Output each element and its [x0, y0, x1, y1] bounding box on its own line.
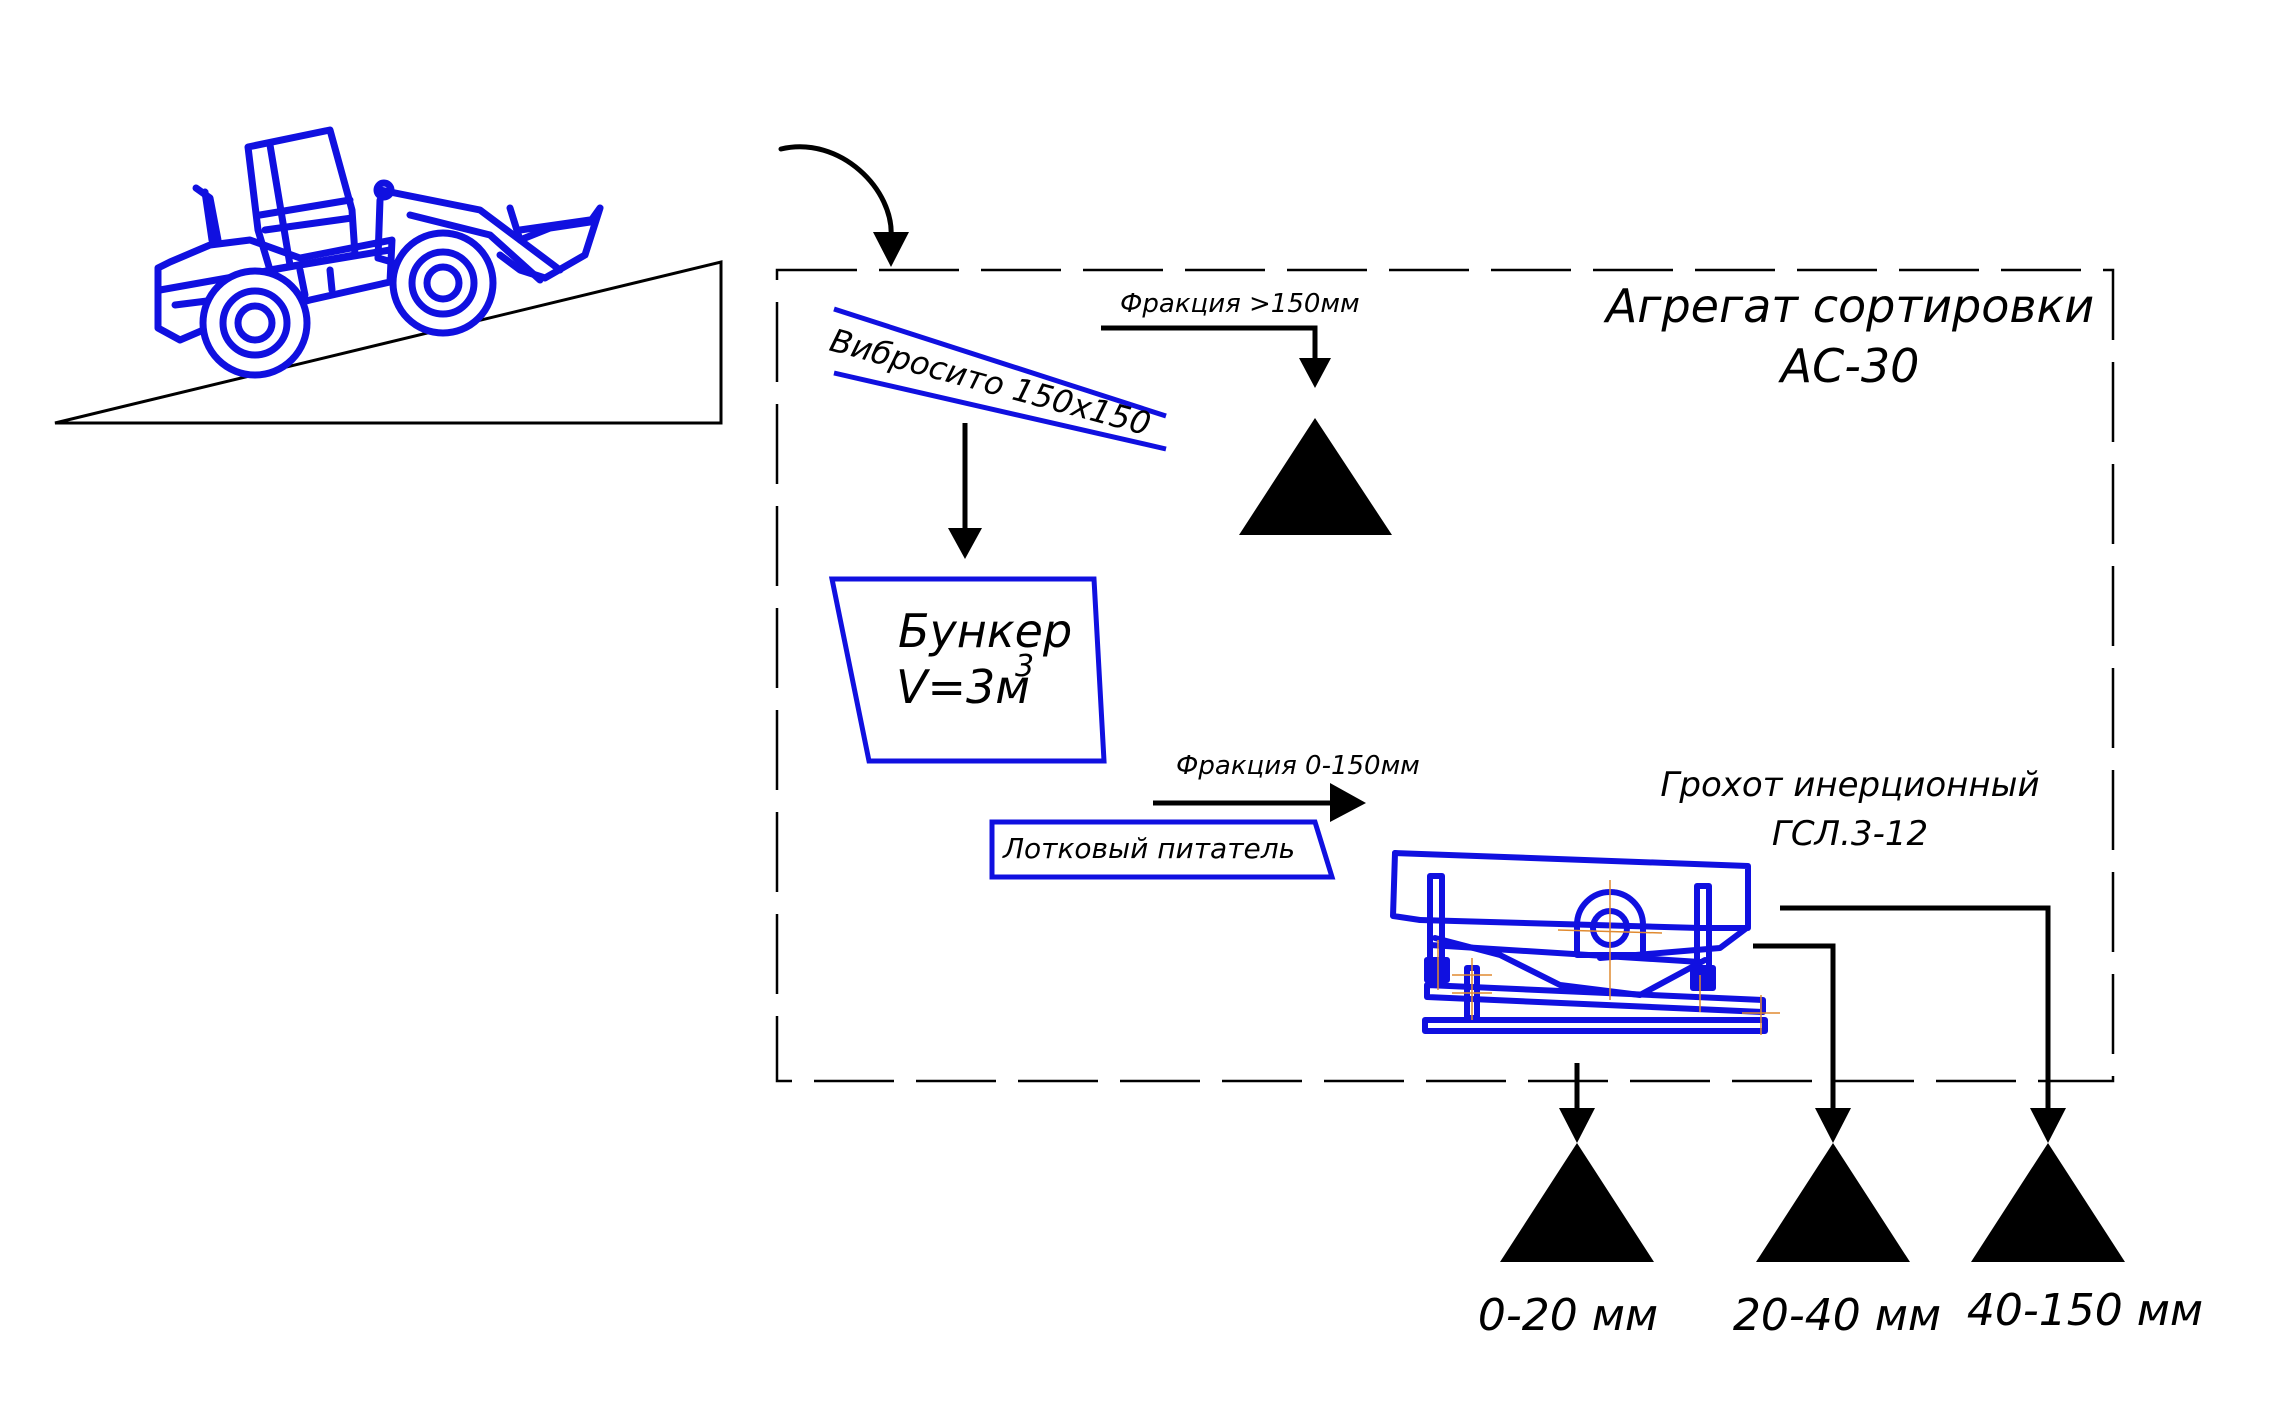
unit-title-line2: АС-30 [1778, 339, 1920, 393]
inertial-screen-icon [1390, 850, 1768, 1034]
wheel-loader-icon [154, 126, 604, 379]
feed-arrowhead [873, 232, 909, 267]
oversize-flow-arrowhead [1299, 358, 1331, 388]
feed-arrow [778, 144, 894, 241]
output-pile-2 [1971, 1143, 2125, 1262]
output-arrowhead-1 [1815, 1108, 1851, 1143]
oversize-flow-label: Фракция >150мм [1120, 289, 1360, 319]
bunker-label: Бункер [898, 604, 1072, 658]
output-pile-1 [1756, 1143, 1910, 1262]
bunker [828, 576, 1107, 764]
output-flows [1574, 905, 2051, 1112]
bunker-volume: V=3м [896, 660, 1030, 714]
oversize-flow-line [1101, 325, 1318, 360]
ramp [54, 260, 723, 425]
output-piles [1500, 1108, 2125, 1262]
output-label-0: 0-20 мм [1478, 1290, 1658, 1341]
screen-label-line2: ГСЛ.3-12 [1772, 814, 1928, 854]
sieve-to-bunker-arrowhead [948, 528, 982, 559]
trough-feeder [989, 819, 1336, 880]
output-label-2: 40-150 мм [1967, 1285, 2203, 1336]
output-label-1: 20-40 мм [1733, 1290, 1941, 1341]
unit-title-line1: Агрегат сортировки [1603, 279, 2094, 333]
screen-centerlines [1437, 880, 1780, 1035]
output-arrowhead-2 [2030, 1108, 2066, 1143]
output-pile-0 [1500, 1143, 1654, 1262]
feed-flow-arrowhead [1330, 783, 1366, 822]
oversize-pile [1239, 418, 1392, 535]
feeder-label: Лотковый питатель [1002, 832, 1295, 865]
feed-flow-label: Фракция 0-150мм [1176, 751, 1420, 781]
bunker-volume-superscript: 3 [1015, 649, 1034, 684]
output-arrowhead-0 [1559, 1108, 1595, 1143]
screen-label-line1: Грохот инерционный [1660, 765, 2039, 805]
unit-boundary [775, 268, 2115, 1083]
